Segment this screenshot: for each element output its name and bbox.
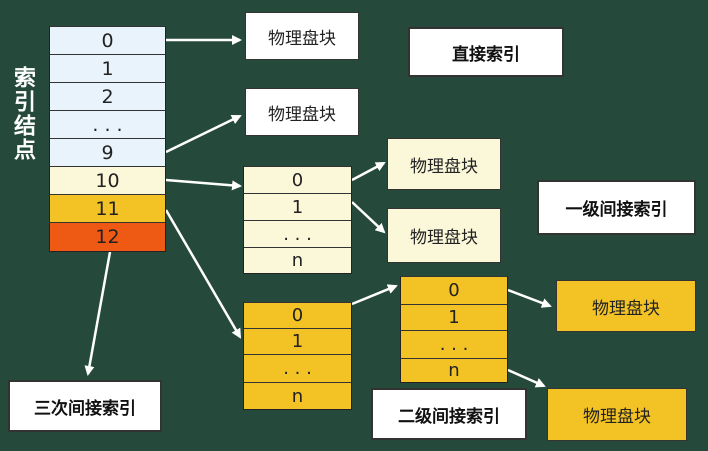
label-single-indirect: 一级间接索引 bbox=[537, 180, 696, 235]
level2-inner-entry: 0 bbox=[400, 276, 508, 304]
arrow-l2o-0-to-l2i bbox=[351, 284, 398, 306]
index-node-entry: 0 bbox=[49, 26, 166, 54]
arrow-l2i-0-to-block bbox=[507, 288, 552, 308]
level2-outer-entry: . . . bbox=[243, 354, 352, 382]
label-direct-index: 直接索引 bbox=[408, 27, 564, 77]
physical-block: 物理盘块 bbox=[547, 388, 687, 441]
index-node-entry: 10 bbox=[49, 166, 166, 194]
label-triple-indirect: 三次间接索引 bbox=[8, 380, 162, 432]
arrow-10-to-l1 bbox=[165, 178, 242, 191]
level1-entry: n bbox=[243, 247, 352, 274]
level2-outer-entry: 1 bbox=[243, 328, 352, 354]
level2-inner-entry: n bbox=[400, 358, 508, 383]
index-node-entry: 2 bbox=[49, 82, 166, 110]
level2-outer-entry: n bbox=[243, 382, 352, 410]
level1-entry: 0 bbox=[243, 166, 352, 193]
level2-inner-entry: 1 bbox=[400, 304, 508, 330]
index-node-entry: . . . bbox=[49, 110, 166, 138]
index-node-title: 索引结点 bbox=[10, 66, 35, 162]
index-node-entry: 12 bbox=[49, 222, 166, 252]
arrow-12-to-triple bbox=[84, 251, 112, 376]
arrow-l1-n-to-block bbox=[351, 201, 386, 234]
level1-entry: 1 bbox=[243, 193, 352, 220]
arrow-9-to-block bbox=[165, 114, 242, 154]
label-double-indirect: 二级间接索引 bbox=[371, 388, 527, 440]
physical-block: 物理盘块 bbox=[556, 280, 696, 332]
index-node-entry: 1 bbox=[49, 54, 166, 82]
arrow-l2i-n-to-block bbox=[507, 368, 546, 388]
physical-block: 物理盘块 bbox=[387, 208, 501, 263]
level2-inner-entry: . . . bbox=[400, 330, 508, 358]
arrow-l1-0-to-block bbox=[351, 161, 386, 182]
level2-outer-entry: 0 bbox=[243, 302, 352, 328]
physical-block: 物理盘块 bbox=[245, 88, 359, 136]
arrow-11-to-l2 bbox=[164, 209, 242, 339]
index-node-entry: 11 bbox=[49, 194, 166, 222]
level1-entry: . . . bbox=[243, 220, 352, 247]
physical-block: 物理盘块 bbox=[387, 138, 501, 190]
index-node-entry: 9 bbox=[49, 138, 166, 166]
physical-block: 物理盘块 bbox=[245, 12, 359, 60]
